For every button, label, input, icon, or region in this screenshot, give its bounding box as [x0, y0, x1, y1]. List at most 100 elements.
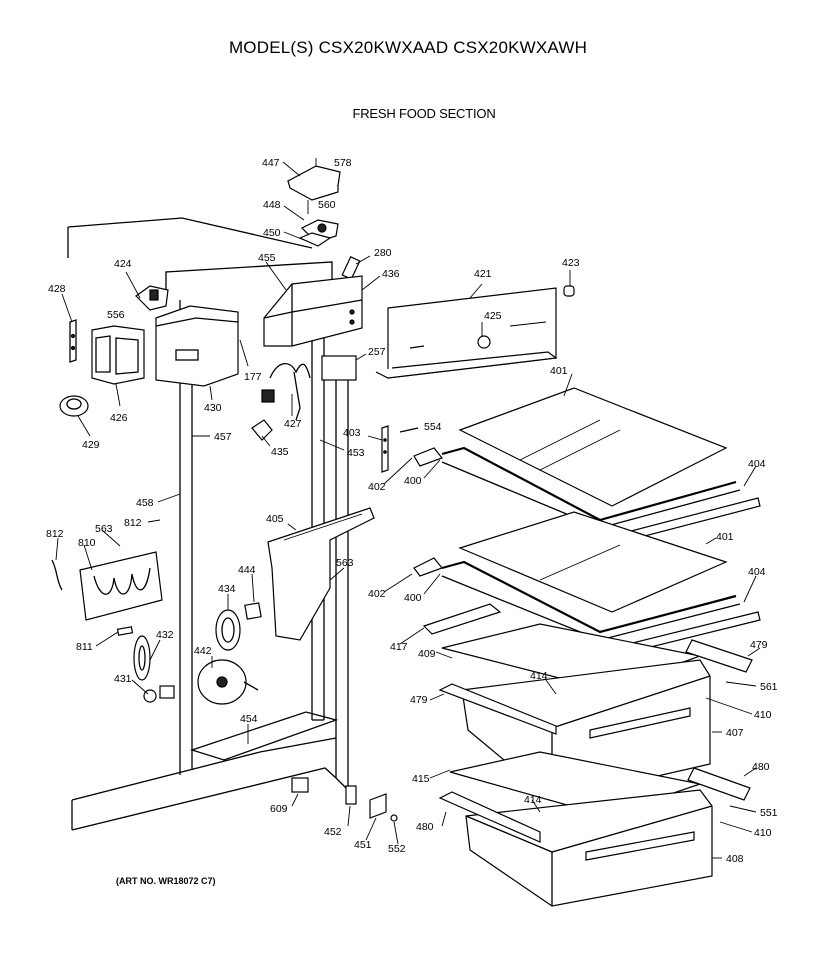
callout-label: 450	[263, 227, 281, 239]
callout-label: 403	[343, 427, 361, 439]
cap-part	[291, 777, 309, 793]
wire-harness-part	[261, 363, 311, 421]
clip-part	[244, 602, 262, 620]
callout-label: 458	[136, 497, 154, 509]
upper-shelf-glass-part	[458, 387, 728, 507]
callout-label: 452	[324, 826, 342, 838]
control-knob-part	[298, 200, 339, 247]
callout-label: 563	[336, 557, 354, 569]
callout-label: 442	[194, 645, 212, 657]
callout-label: 257	[368, 346, 386, 358]
callout-label: 480	[416, 821, 434, 833]
callout-label: 405	[266, 513, 284, 525]
callout-label: 427	[284, 418, 302, 430]
callout-label: 457	[214, 431, 232, 443]
hinge-part	[345, 785, 357, 805]
callout-labels: 447 578 448 560 450 280 455 436 421 423 …	[46, 157, 778, 865]
callout-label: 435	[271, 446, 289, 458]
callout-label: 578	[334, 157, 352, 169]
callout-label: 421	[474, 268, 492, 280]
crisper-support-part	[422, 603, 502, 635]
callout-label: 423	[562, 257, 580, 269]
callout-label: 563	[95, 523, 113, 535]
callout-label: 453	[347, 447, 365, 459]
screw-part-lower	[390, 814, 398, 822]
bracket-part	[69, 319, 77, 363]
callout-label: 560	[318, 199, 336, 211]
screw-part	[399, 427, 419, 433]
callout-label: 402	[368, 481, 386, 493]
callout-label: 431	[114, 673, 132, 685]
callout-label: 401	[716, 531, 734, 543]
callout-label: 434	[218, 583, 236, 595]
callout-label: 556	[107, 309, 125, 321]
callout-label: 414	[530, 670, 548, 682]
connector-part	[116, 626, 134, 636]
callout-label: 407	[726, 727, 744, 739]
callout-label: 554	[424, 421, 442, 433]
callout-label: 410	[754, 709, 772, 721]
callout-label: 480	[752, 761, 770, 773]
cold-control-part	[155, 305, 239, 387]
callout-label: 447	[262, 157, 280, 169]
callout-label: 812	[46, 528, 64, 540]
callout-label: 408	[726, 853, 744, 865]
thermostat-dial-part	[59, 395, 89, 417]
wire-part	[51, 559, 63, 591]
stop-part	[369, 793, 387, 819]
model-title: MODEL(S) CSX20KWXAAD CSX20KWXAWH	[228, 38, 588, 57]
small-insulator-part	[341, 256, 361, 280]
callout-label: 424	[114, 258, 132, 270]
callout-label: 404	[748, 458, 766, 470]
mullion-cover-part	[267, 507, 375, 641]
callout-label: 561	[760, 681, 778, 693]
left-crisper-rail-part	[438, 683, 557, 735]
light-lens-part	[215, 609, 241, 651]
light-switch-part	[251, 419, 273, 441]
callout-label: 454	[240, 713, 258, 725]
callout-label: 400	[404, 592, 422, 604]
callout-label: 455	[258, 252, 276, 264]
callout-label: 812	[124, 517, 142, 529]
callout-label: 402	[368, 588, 386, 600]
callout-label: 444	[238, 564, 256, 576]
left-lower-rail-part	[438, 791, 541, 843]
light-bulb-part	[563, 285, 575, 297]
callout-label: 410	[754, 827, 772, 839]
callout-label: 280	[374, 247, 392, 259]
callout-label: 609	[270, 803, 288, 815]
callout-label: 401	[550, 365, 568, 377]
right-lower-rail-part	[687, 767, 751, 801]
callout-label: 432	[156, 629, 174, 641]
callout-label: 448	[263, 199, 281, 211]
art-number: (ART NO. WR18072 C7)	[116, 876, 216, 886]
callout-label: 409	[418, 648, 436, 660]
light-shield-part	[375, 287, 558, 379]
cabinet-outline	[67, 217, 349, 831]
section-title: FRESH FOOD SECTION	[352, 106, 496, 121]
callout-label: 429	[82, 439, 100, 451]
light-socket-part	[133, 635, 151, 681]
shelf-bracket-part	[381, 425, 389, 473]
control-housing-part	[91, 325, 145, 385]
middle-shelf-glass-part	[458, 511, 728, 613]
callout-label: 811	[76, 641, 93, 653]
leader-lines	[55, 161, 761, 859]
damper-control-part	[135, 285, 169, 311]
callout-label: 426	[110, 412, 128, 424]
lower-crisper-drawer-part	[465, 789, 713, 907]
callout-label: 810	[78, 537, 96, 549]
right-crisper-rail-part	[685, 639, 753, 673]
callout-label: 479	[750, 639, 768, 651]
callout-label: 479	[410, 694, 428, 706]
callout-label: 404	[748, 566, 766, 578]
relay-box-part	[321, 355, 357, 381]
bulb-part	[143, 685, 175, 703]
callout-label: 425	[484, 310, 502, 322]
callout-label: 436	[382, 268, 400, 280]
callout-label: 400	[404, 475, 422, 487]
air-duct-housing-part	[263, 275, 363, 347]
callout-label: 430	[204, 402, 222, 414]
callout-label: 428	[48, 283, 66, 295]
